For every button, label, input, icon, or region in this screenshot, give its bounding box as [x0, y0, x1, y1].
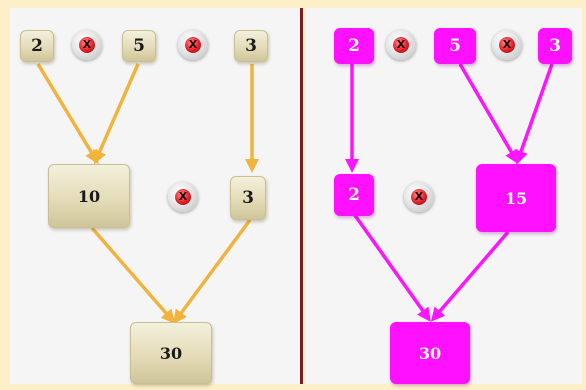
- right-result-30-label: 30: [418, 343, 442, 363]
- multiply-icon: X: [168, 182, 198, 212]
- multiply-icon: X: [404, 182, 434, 212]
- arrow-left-2-to-10: [36, 63, 99, 165]
- arrow-left-10-to-30: [90, 226, 176, 324]
- left-factor-3-label: 3: [245, 36, 257, 56]
- multiply-icon-glyph: X: [499, 37, 515, 53]
- right-result-30: 30: [390, 322, 470, 384]
- left-factor-5: 5: [122, 30, 156, 62]
- arrow-left-3-to-30: [173, 218, 252, 324]
- left-result-30-label: 30: [159, 343, 183, 363]
- right-factor-2-label: 2: [348, 36, 360, 56]
- left-factor-2: 2: [20, 30, 54, 62]
- right-product-15: 15: [476, 164, 556, 232]
- arrow-right-3-to-15: [514, 63, 554, 165]
- multiply-icon: X: [492, 30, 522, 60]
- right-carry-2-label: 2: [348, 185, 360, 205]
- right-product-15-label: 15: [504, 188, 528, 208]
- panel-divider: [300, 8, 303, 384]
- left-carry-3-label: 3: [242, 188, 254, 208]
- multiply-icon: X: [178, 30, 208, 60]
- right-factor-2: 2: [334, 28, 374, 64]
- multiply-icon-glyph: X: [79, 37, 95, 53]
- right-factor-5-label: 5: [449, 36, 461, 56]
- right-factor-3-label: 3: [549, 36, 561, 56]
- left-factor-3: 3: [234, 30, 268, 62]
- arrow-right-5-to-15: [458, 63, 519, 165]
- multiply-icon-glyph: X: [393, 37, 409, 53]
- right-factor-3: 3: [538, 28, 572, 64]
- left-factor-2-label: 2: [31, 36, 43, 56]
- arrow-right-2-to-30: [352, 212, 431, 322]
- multiply-icon: X: [72, 30, 102, 60]
- multiply-icon-glyph: X: [185, 37, 201, 53]
- arrow-right-15-to-30: [430, 230, 510, 322]
- left-result-30: 30: [130, 322, 212, 384]
- arrow-left-5-to-10: [93, 63, 140, 165]
- multiply-icon-glyph: X: [411, 189, 427, 205]
- right-carry-2: 2: [334, 174, 374, 216]
- left-factor-5-label: 5: [133, 36, 145, 56]
- left-product-10: 10: [48, 164, 130, 228]
- right-factor-5: 5: [434, 28, 476, 64]
- left-product-10-label: 10: [77, 186, 101, 206]
- multiply-icon: X: [386, 30, 416, 60]
- left-carry-3: 3: [230, 176, 266, 220]
- multiply-icon-glyph: X: [175, 189, 191, 205]
